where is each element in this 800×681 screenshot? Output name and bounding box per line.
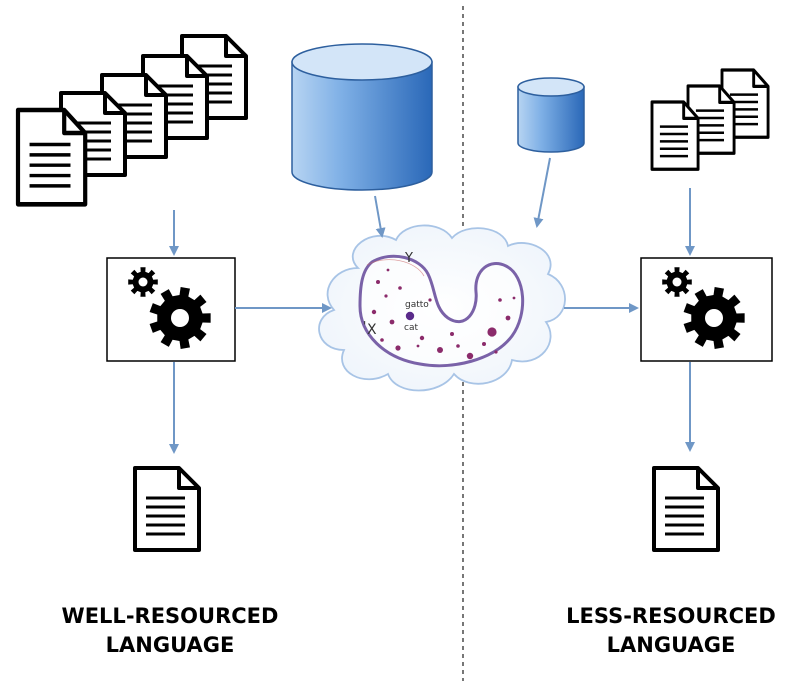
word-cat-label: cat xyxy=(404,323,418,333)
left-processor-box xyxy=(106,257,236,362)
document-icon xyxy=(650,100,700,171)
embedding-dot xyxy=(376,280,380,284)
document-icon xyxy=(18,110,85,204)
embedding-dot xyxy=(395,345,401,351)
small-gear-icon xyxy=(662,267,692,297)
embedding-dot xyxy=(428,298,432,302)
embedding-dot xyxy=(437,347,443,353)
embedding-dot xyxy=(450,332,454,336)
small-database-icon xyxy=(517,77,585,153)
right-caption-line2: LANGUAGE xyxy=(606,633,736,657)
left-document-stack xyxy=(18,34,248,204)
arrow-db-to-cloud xyxy=(374,195,386,238)
left-caption: WELL-RESOURCED LANGUAGE xyxy=(20,602,320,660)
left-caption-line2: LANGUAGE xyxy=(105,633,235,657)
embedding-dot xyxy=(482,342,486,346)
right-document-stack xyxy=(650,68,770,171)
embedding-dot xyxy=(498,298,502,302)
right-caption-line1: LESS-RESOURCED xyxy=(566,604,776,628)
embedding-space xyxy=(358,254,525,368)
embedding-dot xyxy=(405,311,415,321)
embedding-dot xyxy=(456,344,460,348)
embedding-dot xyxy=(380,338,384,342)
arrow-small-db-to-cloud xyxy=(533,157,551,228)
embedding-dot xyxy=(487,327,497,337)
arrows xyxy=(169,157,695,454)
embedding-dot xyxy=(466,352,474,360)
small-gear-icon xyxy=(128,267,158,297)
word-gatto-label: gatto xyxy=(405,300,429,310)
embedding-dot xyxy=(416,344,420,348)
embedding-dot xyxy=(494,350,498,354)
axis-y-label: Y xyxy=(404,251,413,266)
embedding-dot xyxy=(384,294,388,298)
right-caption: LESS-RESOURCED LANGUAGE xyxy=(542,602,800,660)
database-icon xyxy=(291,43,433,191)
output-document-right-icon xyxy=(652,466,720,552)
embedding-outline xyxy=(358,254,525,368)
embedding-dot xyxy=(371,309,377,315)
embedding-dot xyxy=(505,315,511,321)
embedding-dot xyxy=(512,296,516,300)
output-document-left-icon xyxy=(133,466,201,552)
right-processor-box xyxy=(640,257,773,362)
left-caption-line1: WELL-RESOURCED xyxy=(61,604,279,628)
axis-x-tick: ' xyxy=(363,319,366,333)
embedding-dot xyxy=(389,319,395,325)
embedding-dot xyxy=(386,268,390,272)
embedding-dot xyxy=(398,286,402,290)
embedding-dot xyxy=(419,335,425,341)
axis-x-label: X xyxy=(367,322,377,338)
